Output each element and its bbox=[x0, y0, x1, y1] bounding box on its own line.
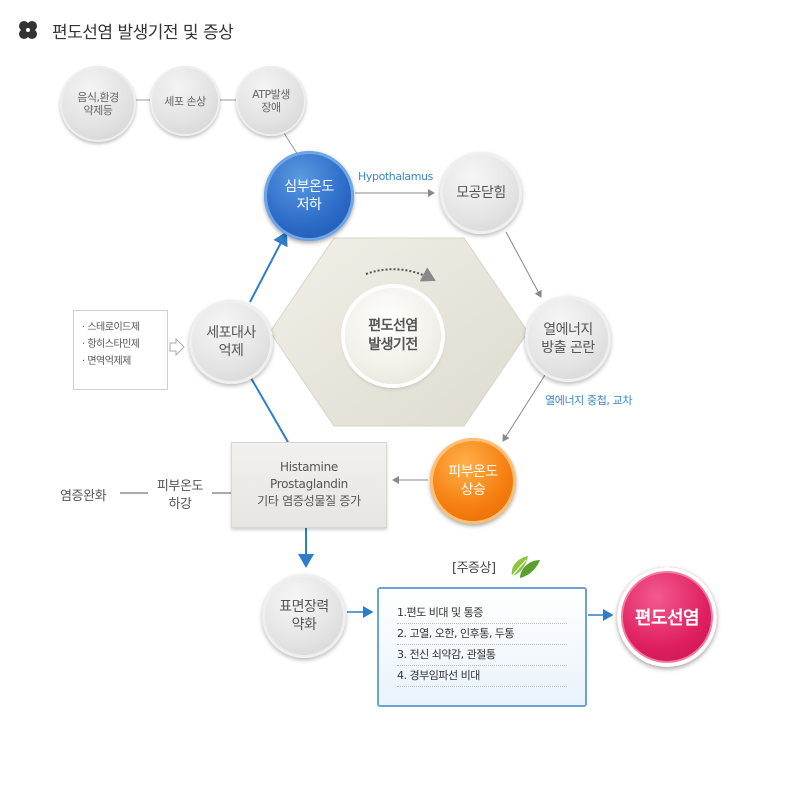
symptoms-box: 1.편도 비대 및 통증 2. 고열, 오한, 인후통, 두통 3. 전신 쇠약… bbox=[377, 587, 587, 707]
drug-item: · 면역억제제 bbox=[82, 356, 131, 367]
drug-item: · 스테로이드제 bbox=[82, 322, 140, 333]
page-title: 편도선염 발생기전 및 증상 bbox=[52, 23, 234, 43]
node-skin-temp-rise: 피부온도 상승 bbox=[430, 438, 516, 524]
node-heat-release: 열에너지 방출 곤란 bbox=[525, 296, 611, 382]
cause-node-food: 음식,환경 약제등 bbox=[60, 66, 136, 142]
node-surface-tension: 표면장력 약화 bbox=[262, 574, 346, 658]
symptom-item: 1.편도 비대 및 통증 bbox=[397, 603, 567, 624]
symptom-item: 4. 경부임파선 비대 bbox=[397, 666, 567, 687]
leaf-icon bbox=[511, 556, 540, 578]
cause-node-cell-damage: 세포 손상 bbox=[150, 66, 220, 136]
cause-node-atp: ATP발생 장애 bbox=[236, 66, 306, 136]
symptom-item: 3. 전신 쇠약감, 관절통 bbox=[397, 645, 567, 666]
drug-list-box: · 스테로이드제 · 항히스타민제 · 면역억제제 bbox=[73, 310, 168, 390]
hypothalamus-label: Hypothalamus bbox=[358, 170, 433, 183]
histamine-box: Histamine Prostaglandin 기타 염증성물질 증가 bbox=[231, 442, 387, 528]
drug-item: · 항히스타민제 bbox=[82, 339, 140, 350]
heat-overlap-label: 열에너지 중첩, 교차 bbox=[545, 394, 633, 407]
histamine-line: 기타 염증성물질 증가 bbox=[257, 494, 361, 508]
histamine-line: Prostaglandin bbox=[270, 477, 348, 491]
skin-temp-drop-label: 피부온도 하강 bbox=[156, 479, 204, 512]
symptoms-tag: [주증상] bbox=[452, 561, 496, 576]
histamine-line: Histamine bbox=[280, 460, 338, 474]
center-mechanism-circle: 편도선염 발생기전 bbox=[345, 288, 441, 384]
node-cell-metabolism: 세포대사 억제 bbox=[189, 300, 273, 384]
node-core-temp-drop: 심부온도 저하 bbox=[264, 151, 354, 241]
inflammation-relief-label: 염증완화 bbox=[60, 489, 107, 504]
symptom-item: 2. 고열, 오한, 인후통, 두통 bbox=[397, 624, 567, 645]
result-tonsillitis: 편도선염 bbox=[617, 567, 717, 667]
node-pore-close: 모공닫힘 bbox=[440, 152, 522, 234]
side-box-arrow bbox=[169, 337, 185, 357]
clover-icon bbox=[19, 21, 37, 39]
